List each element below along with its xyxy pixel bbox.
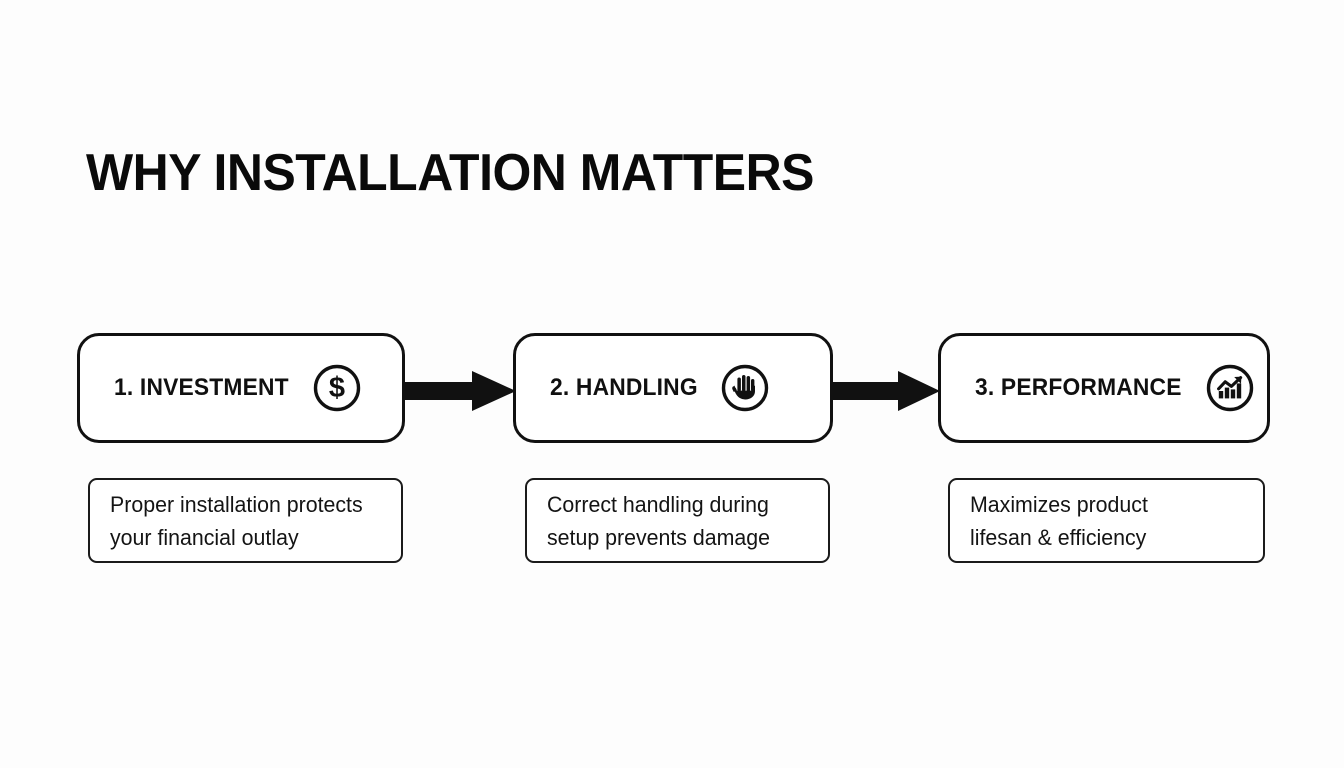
page-title: WHY INSTALLATION MATTERS: [86, 144, 814, 202]
dollar-circle-icon: $: [313, 364, 361, 412]
description-line: setup prevents damage: [547, 524, 771, 550]
description-line: lifesan & efficiency: [970, 524, 1147, 550]
description-line: Maximizes product: [970, 491, 1148, 517]
step-description-investment: Proper installation protects your financ…: [88, 478, 403, 563]
description-line: Proper installation protects: [110, 491, 363, 517]
growth-chart-circle-icon: [1206, 364, 1253, 412]
arrow-right-icon: [832, 371, 940, 411]
step-description-performance: Maximizes product lifesan & efficiency: [948, 478, 1265, 563]
step-card-label: 1. INVESTMENT: [114, 374, 289, 401]
description-line: Correct handling during: [547, 491, 769, 517]
step-card-label: 2. HANDLING: [550, 374, 698, 401]
step-card-handling[interactable]: 2. HANDLING: [513, 333, 833, 443]
step-card-performance[interactable]: 3. PERFORMANCE: [938, 333, 1270, 443]
step-description-handling: Correct handling during setup prevents d…: [525, 478, 830, 563]
svg-text:$: $: [329, 372, 345, 404]
step-card-label: 3. PERFORMANCE: [975, 374, 1182, 401]
description-line: your financial outlay: [110, 524, 299, 550]
step-card-investment[interactable]: 1. INVESTMENT $: [77, 333, 405, 443]
arrow-right-icon: [404, 371, 516, 411]
hand-circle-icon: [721, 364, 768, 412]
